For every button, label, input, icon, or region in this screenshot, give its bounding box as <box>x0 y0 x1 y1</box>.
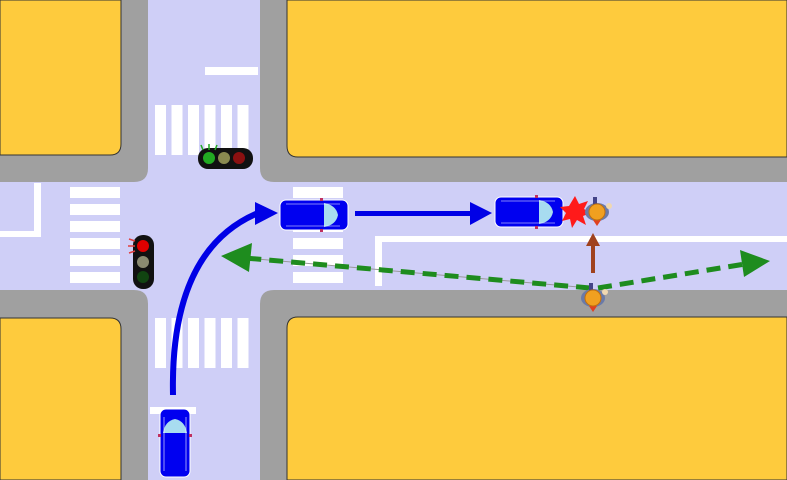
crosswalk-stripe <box>237 318 249 368</box>
crosswalk-stripe <box>221 318 232 368</box>
block-bottom-right <box>260 290 787 480</box>
crosswalk-stripe <box>293 272 343 283</box>
block-top-left <box>0 0 148 182</box>
yellow-light-off <box>137 256 149 268</box>
car-collision <box>494 195 564 229</box>
crosswalk-stripe <box>204 105 216 155</box>
pedestrian-on-sidewalk <box>581 283 608 312</box>
crosswalk-stripe <box>155 318 166 368</box>
red-light-off <box>233 152 245 164</box>
crosswalk-stripe <box>70 187 120 198</box>
car-start <box>158 408 192 478</box>
crosswalk-stripe <box>188 318 199 368</box>
pedestrian-step-arrow <box>586 233 600 273</box>
pedestrian-path <box>221 243 770 291</box>
green-light-off <box>137 271 149 283</box>
crosswalk-stripe <box>70 238 120 249</box>
crosswalk-stripe <box>221 105 232 155</box>
arrow-head <box>221 243 252 272</box>
arrow-head <box>470 202 492 225</box>
crosswalk-stripe <box>171 105 183 155</box>
yellow-light-off <box>218 152 230 164</box>
crosswalk-stripe <box>237 105 249 155</box>
arrow-head <box>255 202 278 225</box>
crosswalk-stripe <box>293 255 343 266</box>
crosswalk-stripe <box>70 221 120 232</box>
traffic-light-main-approach <box>128 235 154 289</box>
traffic-light-cross-street <box>198 144 253 169</box>
crosswalk-stripe <box>204 318 216 368</box>
collision-icon <box>560 196 591 228</box>
car-path <box>169 202 492 396</box>
pedestrian-hit <box>585 197 612 226</box>
crosswalk-stripe <box>70 272 120 283</box>
crosswalk-stripe <box>70 204 120 215</box>
arrow-head <box>740 250 770 277</box>
crosswalk-stripe <box>293 238 343 249</box>
car-mid <box>279 198 349 232</box>
red-light-on <box>137 240 149 252</box>
crosswalk-stripe <box>188 105 199 155</box>
block-top-right <box>260 0 787 182</box>
crosswalk-stripe <box>293 187 343 198</box>
crosswalk-stripe <box>70 255 120 266</box>
block-bottom-left <box>0 290 148 480</box>
green-light-on <box>203 152 215 164</box>
crosswalks <box>70 105 343 368</box>
crosswalk-stripe <box>155 105 166 155</box>
